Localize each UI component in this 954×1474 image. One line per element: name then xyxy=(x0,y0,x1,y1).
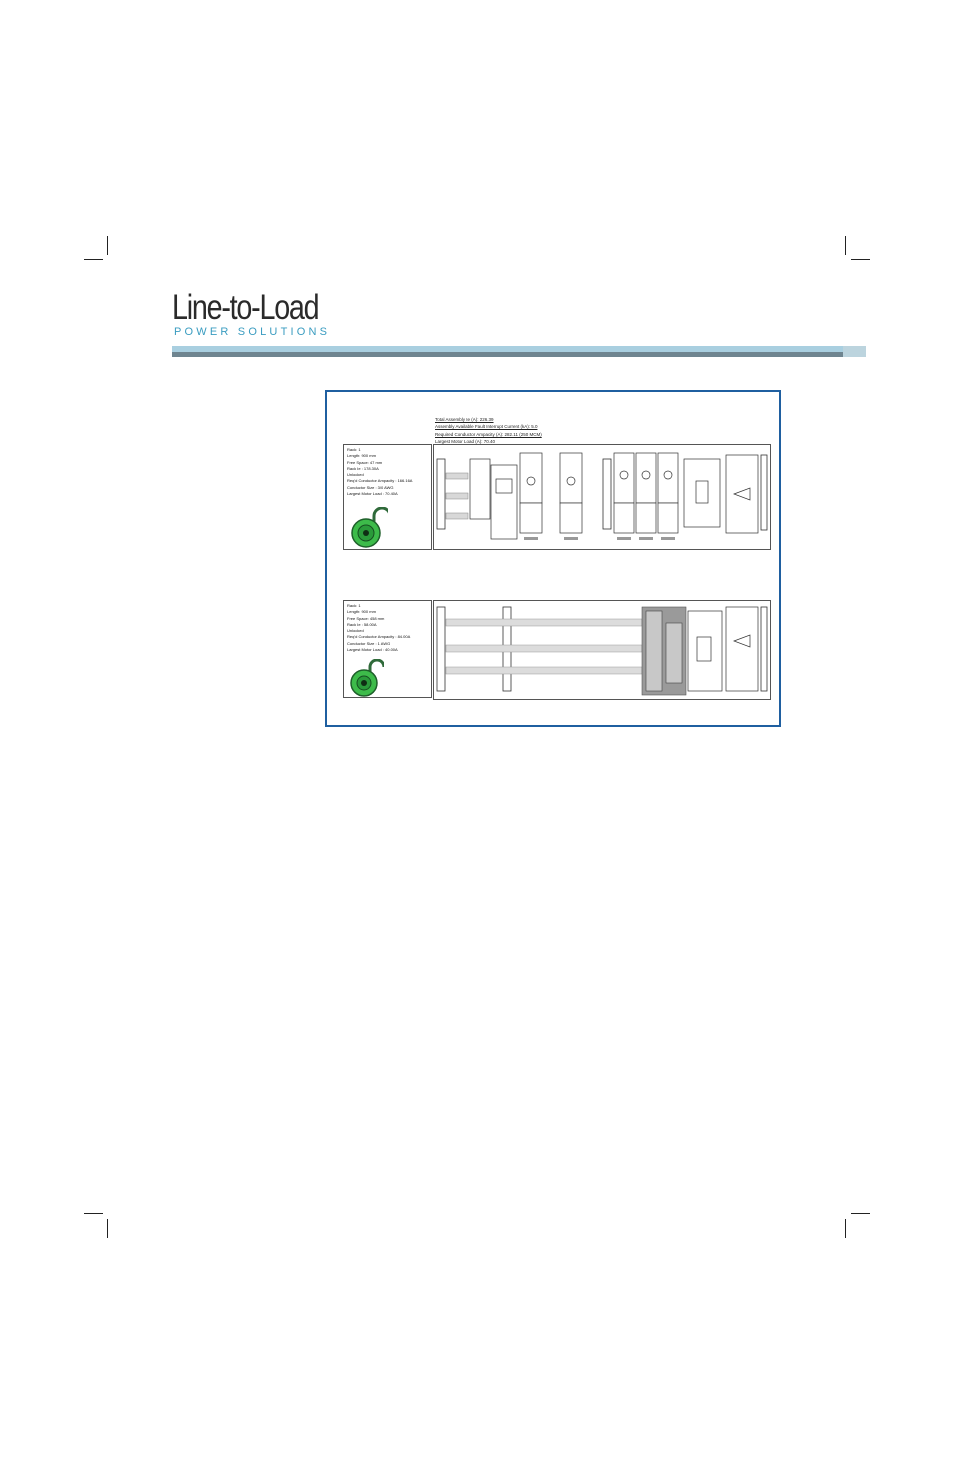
rack-1-line: Unlocked xyxy=(347,472,364,478)
rack-1-line: Req'd Conductor Ampacity : 166.16A xyxy=(347,478,413,484)
brand-logo: Line-to-Load xyxy=(172,288,320,327)
unlocked-padlock-icon[interactable] xyxy=(348,659,384,699)
rack-2-line: Req'd Conductor Ampacity : 84.00A xyxy=(347,634,411,640)
rack-1-line: Conductor Size : 3/0 AWG xyxy=(347,484,394,490)
rack-2-line: Length: 900 mm xyxy=(347,609,376,615)
rack-1-line: Free Space: 47 mm xyxy=(347,459,383,465)
rack-1-line: Rack: 1 xyxy=(347,447,361,452)
unlocked-padlock-icon[interactable] xyxy=(348,507,388,549)
summary-line: Required Conductor Ampacity (A): 282.11 … xyxy=(435,431,542,437)
rack-2-info-panel: Rack: 1 Length: 900 mm Free Space: 458 m… xyxy=(343,600,432,698)
assembly-summary: Total Assembly Ie (A): 226.39 Assembly A… xyxy=(435,416,542,446)
summary-line: Total Assembly Ie (A): 226.39 xyxy=(435,417,494,422)
brand-tagline: POWER SOLUTIONS xyxy=(174,326,331,338)
rack-1-line: Length: 900 mm xyxy=(347,453,376,459)
rack-1-diagram xyxy=(433,444,771,550)
rack-2-line: Largest Motor Load : 40.00A xyxy=(347,647,398,653)
rack-2-line: Free Space: 458 mm xyxy=(347,615,385,621)
rack-2-line: Rack: 1 xyxy=(347,603,361,608)
summary-line: Largest Motor Load (A): 70.40 xyxy=(435,439,496,445)
rack-1-info-panel: Rack: 1 Length: 900 mm Free Space: 47 mm… xyxy=(343,444,432,550)
rack-1-line: Rack Ie : 178.30A xyxy=(347,465,379,471)
rack-1-line: Largest Motor Load : 70.40A xyxy=(347,491,398,497)
rack-2-line: Unlocked xyxy=(347,628,364,634)
summary-line: Assembly Available Fault Interrupt Curre… xyxy=(435,424,538,430)
rack-layout-figure: Total Assembly Ie (A): 226.39 Assembly A… xyxy=(325,390,781,727)
rack-2-line: Conductor Size : 1 AWG xyxy=(347,640,391,646)
rack-2-diagram xyxy=(433,600,771,700)
rack-2-line: Rack Ie : 58.00A xyxy=(347,621,377,627)
